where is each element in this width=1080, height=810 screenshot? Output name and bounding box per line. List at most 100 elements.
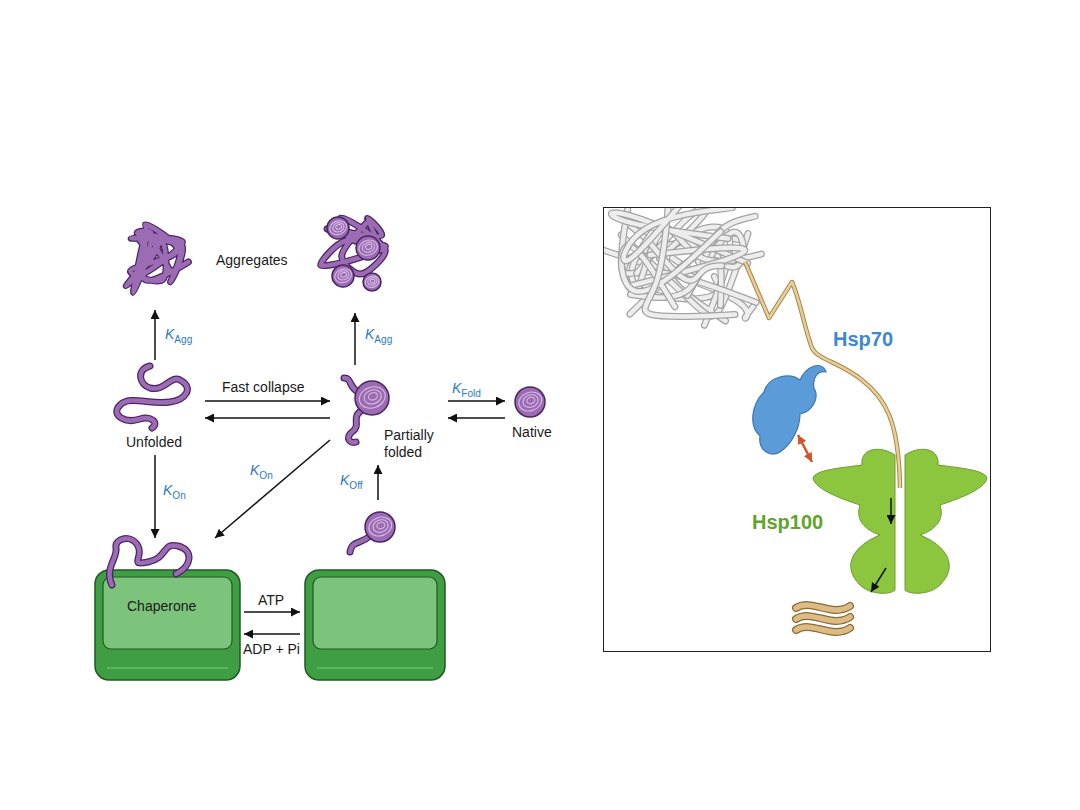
illustration-part <box>103 577 232 649</box>
illustration-part <box>621 232 720 307</box>
illustration-part <box>350 536 370 552</box>
illustration-part <box>305 570 445 680</box>
illustration-part <box>365 243 373 250</box>
node-label: Partially folded <box>384 427 446 461</box>
illustration-part <box>796 616 850 621</box>
illustration-part <box>624 208 733 261</box>
illustration-part <box>317 667 433 669</box>
partially-folded-protein: Partially folded <box>330 365 448 465</box>
illustration-part <box>361 241 376 254</box>
illustration-part <box>335 224 342 230</box>
chaperone-ring-shape <box>300 538 450 684</box>
illustration-part <box>624 208 733 261</box>
illustration-part <box>340 272 347 278</box>
edge-label: KFold <box>452 380 481 397</box>
rate-subscript: Agg <box>174 334 192 345</box>
illustration-part <box>796 627 850 632</box>
rate-subscript: On <box>259 470 272 481</box>
illustration-part <box>516 389 544 414</box>
chaperone-ring <box>300 538 450 684</box>
illustration-part <box>367 276 378 286</box>
illustration-part <box>332 221 346 233</box>
illustration-part <box>371 518 390 535</box>
illustration-part <box>362 387 383 406</box>
native-protein: Native <box>505 383 565 445</box>
illustration-part <box>350 512 395 552</box>
illustration-part <box>366 514 394 539</box>
rate-symbol: K <box>452 380 461 396</box>
reaction-arrow <box>448 400 505 402</box>
illustration-part <box>95 539 240 680</box>
chaperone-substrate-complex: Chaperone <box>92 538 244 684</box>
illustration-part <box>355 381 389 415</box>
panel-frame <box>604 208 991 652</box>
illustration-part <box>905 449 987 593</box>
illustration-part <box>110 539 190 585</box>
illustration-part <box>126 225 188 293</box>
aggregate-cluster <box>308 188 400 313</box>
illustration-part <box>515 387 545 417</box>
edge-label: Fast collapse <box>222 379 304 396</box>
edge-label: KAgg <box>365 326 392 343</box>
illustration-part <box>753 366 826 454</box>
illustration-part <box>364 274 381 289</box>
ribosome-illustration <box>604 208 761 325</box>
released-protein <box>345 500 410 560</box>
illustration-part <box>321 218 386 274</box>
illustration-part <box>349 410 362 442</box>
illustration-part <box>357 238 380 258</box>
illustration-part <box>905 449 987 593</box>
illustration-part <box>117 366 188 428</box>
illustration-part <box>521 393 540 410</box>
rate-subscript: Fold <box>461 388 481 399</box>
illustration-part <box>796 605 850 610</box>
reaction-arrow <box>205 400 330 402</box>
illustration-part <box>753 366 826 454</box>
illustration-part <box>370 279 376 284</box>
node-label: Chaperone <box>127 598 196 615</box>
illustration-part <box>328 218 349 236</box>
illustration-part <box>337 269 351 281</box>
reaction-arrow <box>244 633 300 635</box>
rate-symbol: K <box>163 482 172 498</box>
rate-subscript: On <box>172 490 185 501</box>
illustration-part <box>813 449 895 593</box>
illustration-part <box>344 378 358 392</box>
illustration-part <box>796 627 850 632</box>
illustration-part <box>356 383 388 412</box>
illustration-part <box>321 218 386 274</box>
illustration-part <box>363 273 381 291</box>
illustration-part <box>367 391 378 401</box>
illustration-part <box>515 387 545 417</box>
illustration-part <box>796 605 850 610</box>
illustration-part <box>344 378 358 392</box>
reaction-arrow <box>154 455 156 538</box>
reaction-arrow <box>354 313 356 365</box>
illustration-part <box>126 225 188 293</box>
rate-subscript: Off <box>349 480 362 491</box>
edge-label: ATP <box>258 592 284 609</box>
illustration-part <box>344 378 389 442</box>
node-label: Unfolded <box>126 434 182 451</box>
illustration-part <box>349 410 362 442</box>
reaction-arrow <box>215 440 330 538</box>
edge-label: ADP + Pi <box>243 641 300 658</box>
hsp100-protein: Hsp100 <box>748 462 990 600</box>
reaction-arrow <box>377 465 379 500</box>
illustration-part <box>117 366 188 428</box>
illustration-part <box>365 512 395 542</box>
node-label: Aggregates <box>216 252 288 269</box>
illustration-part <box>126 225 188 293</box>
edge-label: KOn <box>163 482 186 499</box>
rate-symbol: K <box>165 326 174 342</box>
node-label: Native <box>512 424 552 441</box>
illustration-part <box>526 396 536 405</box>
illustration-part <box>110 539 190 585</box>
aggregate-cluster: Aggregates <box>105 210 303 310</box>
illustration-part <box>813 449 987 593</box>
disaggregated-product <box>796 605 850 632</box>
reaction-arrow <box>244 611 300 613</box>
illustration-part <box>356 236 380 260</box>
released-protein-shape <box>345 500 410 560</box>
